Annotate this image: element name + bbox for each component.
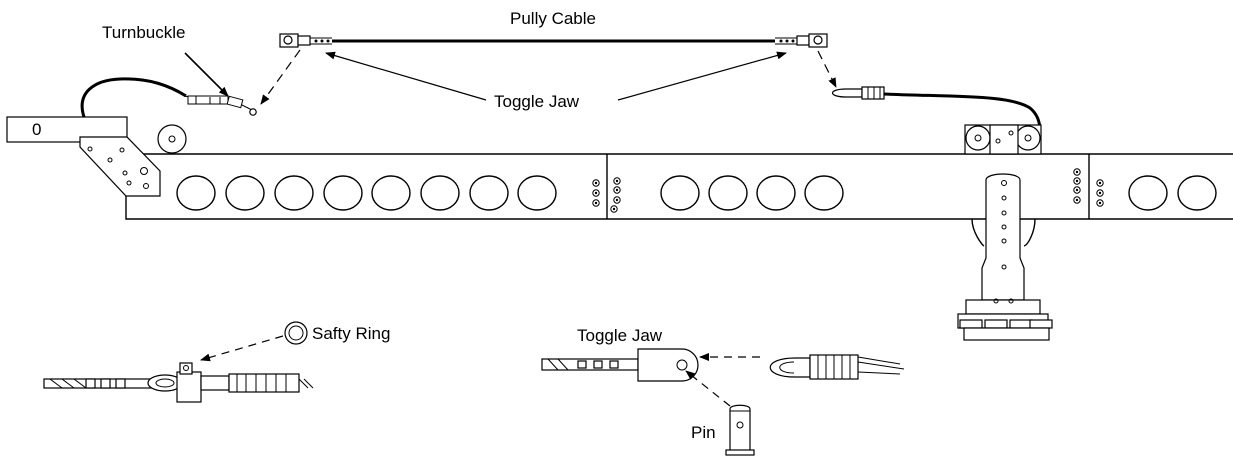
splice-bolts: [592, 168, 1104, 213]
pin-icon: [725, 404, 755, 456]
pin-arrow: [685, 370, 731, 407]
turnbuckle: [183, 95, 257, 116]
toggle-jaw-leader-left: [325, 51, 487, 101]
block-mark: 0: [32, 120, 41, 139]
dashed-arrow-right: [817, 50, 837, 88]
left-cable: [80, 77, 187, 118]
toggle-jaw-label-top: Toggle Jaw: [494, 92, 580, 111]
pully-cable: [279, 33, 828, 48]
turnbuckle-detail: [43, 362, 314, 403]
left-end-block: 0: [6, 116, 161, 197]
toggle-jaw-leader-right: [617, 51, 787, 101]
right-sheave-bracket: [964, 124, 1042, 155]
safty-ring-arrow: [200, 335, 284, 362]
safty-ring-label: Safty Ring: [312, 324, 390, 343]
pin-label: Pin: [691, 423, 716, 442]
left-sheave: [157, 124, 187, 154]
toggle-jaw-detail: [541, 348, 699, 382]
beam-holes: [176, 175, 1217, 211]
turnbuckle-leader: [184, 52, 229, 97]
safty-ring-icon: [284, 321, 308, 345]
support-post: [957, 173, 1053, 341]
turnbuckle-label: Turnbuckle: [102, 23, 185, 42]
pully-cable-label: Pully Cable: [510, 9, 596, 28]
toggle-jaw-label-detail: Toggle Jaw: [577, 326, 663, 345]
dashed-arrow-left: [260, 49, 301, 105]
right-eye-fitting: [831, 86, 885, 100]
thimble-eye-detail: [769, 354, 905, 380]
